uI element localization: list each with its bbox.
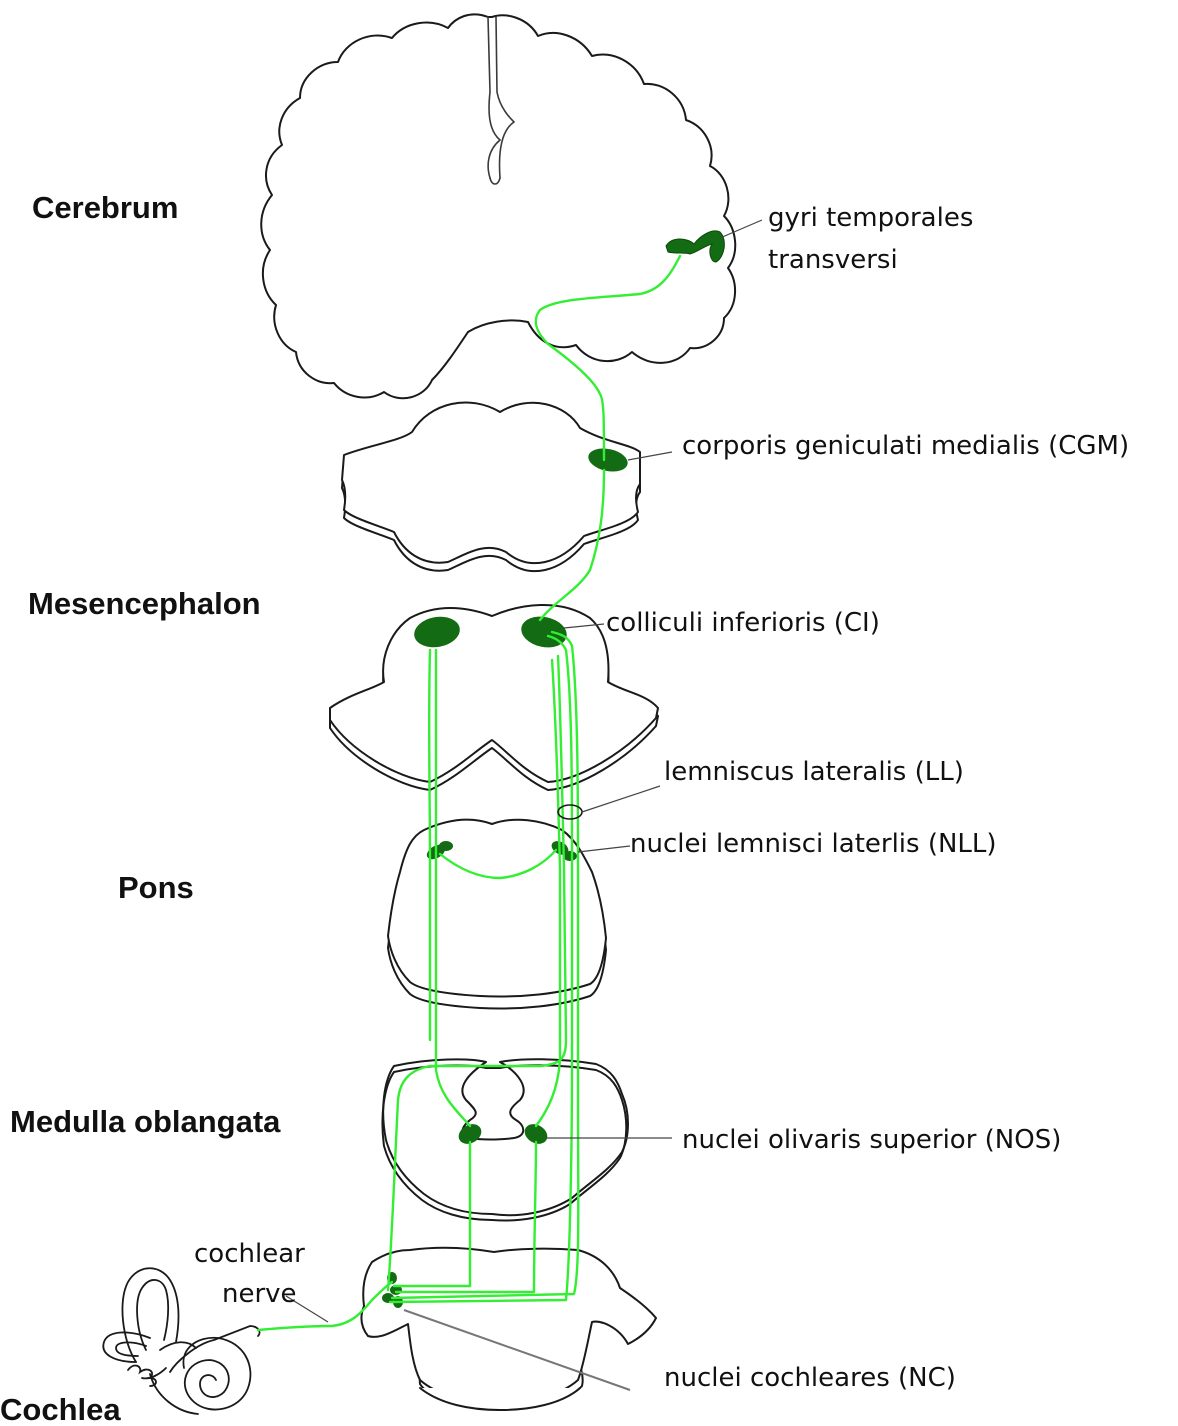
label-cerebrum: Cerebrum xyxy=(32,192,178,223)
nll-nucleus-left-2 xyxy=(439,841,453,851)
leader-ll xyxy=(582,786,660,812)
label-cochlear-nerve-line1: cochlear xyxy=(194,1238,305,1272)
semicircular-canal-outer xyxy=(122,1268,178,1362)
label-cochlear-nerve-line2: nerve xyxy=(222,1278,297,1312)
thalamus-slice xyxy=(342,402,640,571)
horizontal-canal-outer xyxy=(103,1332,150,1362)
lower-medulla-slice xyxy=(361,1248,656,1410)
label-gyri-line1: gyri temporales xyxy=(768,202,973,236)
label-pons: Pons xyxy=(118,872,194,903)
label-cochlea: Cochlea xyxy=(0,1394,121,1425)
label-medulla: Medulla oblangata xyxy=(10,1106,280,1137)
label-nc: nuclei cochleares (NC) xyxy=(664,1362,956,1396)
label-ci: colliculi inferioris (CI) xyxy=(606,607,880,641)
label-gyri-line2: transversi xyxy=(768,244,898,278)
lower-medulla-bottom-rim xyxy=(420,1388,580,1410)
label-ll: lemniscus lateralis (LL) xyxy=(664,756,964,790)
vestibule-squiggle xyxy=(128,1366,156,1386)
label-nos: nuclei olivaris superior (NOS) xyxy=(682,1124,1061,1158)
pons-slice xyxy=(388,820,606,1009)
label-nll: nuclei lemnisci laterlis (NLL) xyxy=(630,828,997,862)
pons-front xyxy=(388,820,606,997)
medulla-outline xyxy=(383,1059,628,1215)
medulla-slice xyxy=(382,1059,628,1220)
cochlea-lower xyxy=(150,1374,198,1414)
label-cgm: corporis geniculati medialis (CGM) xyxy=(682,430,1129,464)
cerebrum-outline xyxy=(261,14,735,398)
left-lemniscus-tract xyxy=(429,650,430,1040)
lower-medulla-front xyxy=(361,1248,656,1402)
cerebrum-section xyxy=(261,14,735,398)
nll-nucleus-right-2 xyxy=(563,851,577,861)
semicircular-canal-inner xyxy=(137,1280,168,1350)
label-mesencephalon: Mesencephalon xyxy=(28,588,261,619)
leader-nll xyxy=(578,846,630,852)
